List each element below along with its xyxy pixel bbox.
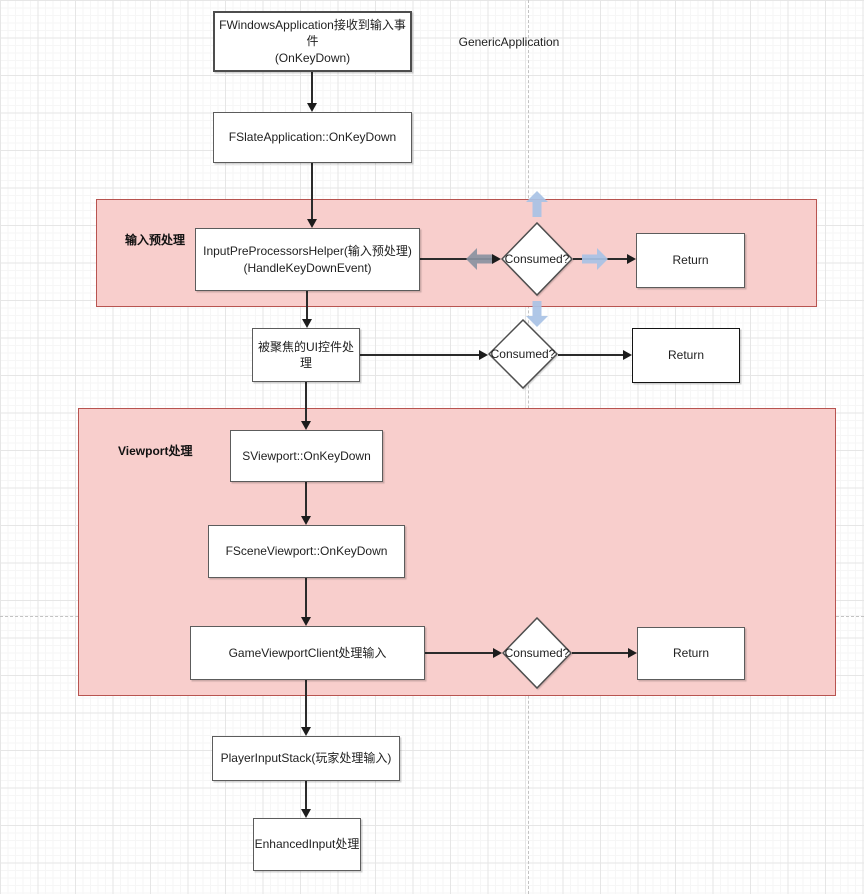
- arrowhead-icon: [307, 219, 317, 228]
- node-playerinputstack[interactable]: PlayerInputStack(玩家处理输入): [212, 736, 400, 781]
- decision-label: Consumed?: [504, 646, 570, 660]
- arrowhead-icon: [301, 516, 311, 525]
- edge-line: [420, 258, 492, 260]
- node-label: 被聚焦的UI控件处理: [257, 339, 354, 370]
- arrowhead-icon: [301, 727, 311, 736]
- diamond-shape: [502, 617, 572, 689]
- node-label: SViewport::OnKeyDown: [242, 448, 371, 463]
- node-return-1[interactable]: Return: [636, 233, 745, 288]
- decision-consumed-2[interactable]: Consumed?: [488, 319, 558, 389]
- edge-line: [305, 578, 307, 617]
- arrowhead-icon: [307, 103, 317, 112]
- node-label: (HandleKeyDownEvent): [243, 260, 372, 275]
- edge-line: [311, 163, 313, 219]
- node-label: (OnKeyDown): [274, 50, 351, 65]
- region-viewport-label: Viewport处理: [118, 444, 193, 458]
- arrowhead-icon: [492, 254, 501, 264]
- edge-line: [305, 680, 307, 727]
- node-fsceneviewport[interactable]: FSceneViewport::OnKeyDown: [208, 525, 405, 578]
- node-sviewport[interactable]: SViewport::OnKeyDown: [230, 430, 383, 482]
- edge-line: [305, 781, 307, 809]
- edge-line: [305, 382, 307, 421]
- hint-arrow-right-icon[interactable]: [582, 248, 608, 275]
- node-label: FSlateApplication::OnKeyDown: [228, 130, 397, 145]
- arrowhead-icon: [493, 648, 502, 658]
- node-label: Return: [672, 646, 710, 661]
- edge-line: [306, 291, 308, 319]
- node-inputpreprocessorshelper[interactable]: InputPreProcessorsHelper(输入预处理) (HandleK…: [195, 228, 420, 291]
- node-return-2[interactable]: Return: [632, 328, 740, 383]
- arrowhead-icon: [301, 421, 311, 430]
- generic-application-label[interactable]: GenericApplication: [458, 35, 560, 49]
- arrowhead-icon: [623, 350, 632, 360]
- edge-line: [425, 652, 493, 654]
- hint-arrow-up-icon[interactable]: [526, 191, 548, 222]
- arrowhead-icon: [628, 648, 637, 658]
- node-return-3[interactable]: Return: [637, 627, 745, 680]
- arrowhead-icon: [301, 809, 311, 818]
- node-label: InputPreProcessorsHelper(输入预处理): [203, 244, 412, 259]
- decision-consumed-1[interactable]: Consumed?: [501, 222, 573, 296]
- decision-label: Consumed?: [504, 252, 570, 266]
- node-label: Return: [672, 253, 709, 268]
- node-label: EnhancedInput处理: [254, 837, 360, 852]
- arrowhead-icon: [627, 254, 636, 264]
- node-label: FWindowsApplication接收到输入事件: [219, 18, 406, 49]
- edge-line: [311, 72, 313, 103]
- node-enhancedinput[interactable]: EnhancedInput处理: [253, 818, 361, 871]
- node-focused-ui-widget[interactable]: 被聚焦的UI控件处理: [252, 328, 360, 382]
- hint-arrow-left-icon[interactable]: [466, 248, 492, 275]
- diamond-shape: [488, 319, 558, 389]
- node-label: Return: [667, 348, 705, 363]
- node-gameviewportclient[interactable]: GameViewportClient处理输入: [190, 626, 425, 680]
- arrowhead-icon: [479, 350, 488, 360]
- arrowhead-icon: [302, 319, 312, 328]
- edge-line: [572, 652, 628, 654]
- edge-line: [305, 482, 307, 516]
- node-label: GameViewportClient处理输入: [228, 645, 387, 660]
- node-label: FSceneViewport::OnKeyDown: [225, 544, 388, 559]
- diamond-shape: [501, 222, 573, 296]
- node-fslateapplication[interactable]: FSlateApplication::OnKeyDown: [213, 112, 412, 163]
- edge-line: [360, 354, 479, 356]
- decision-consumed-3[interactable]: Consumed?: [502, 617, 572, 689]
- edge-line: [558, 354, 623, 356]
- decision-label: Consumed?: [490, 347, 556, 361]
- hint-arrow-down-icon[interactable]: [526, 301, 548, 332]
- arrowhead-icon: [301, 617, 311, 626]
- node-fwindowsapplication[interactable]: FWindowsApplication接收到输入事件 (OnKeyDown): [213, 11, 412, 72]
- region-input-preprocess-label: 输入预处理: [125, 233, 186, 247]
- node-label: PlayerInputStack(玩家处理输入): [220, 751, 392, 766]
